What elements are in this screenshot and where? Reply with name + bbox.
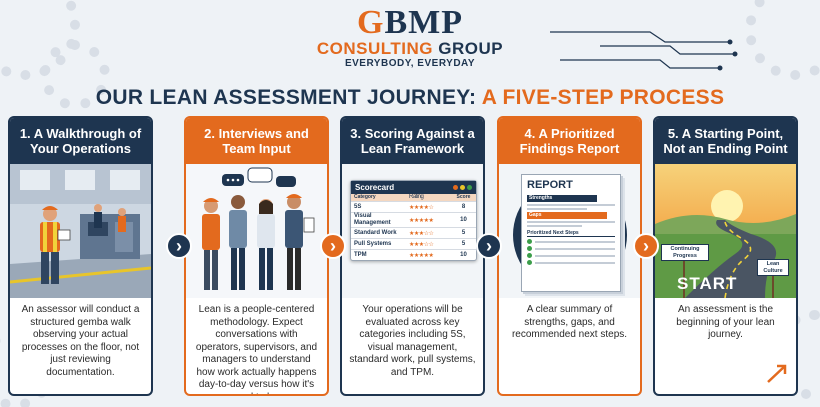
scorecard-header-row: Category Rating Score <box>351 194 476 201</box>
scorecard-title: Scorecard <box>355 183 395 192</box>
road-sign: Continuing Progress <box>661 244 709 261</box>
step-description: A clear summary of strengths, gaps, and … <box>511 304 628 340</box>
table-row: Visual Management★★★★★10 <box>351 212 476 227</box>
check-icon <box>527 239 615 244</box>
report-title: REPORT <box>527 179 573 191</box>
step-heading: 3. Scoring Against a Lean Framework <box>342 118 483 164</box>
logo-mark: GBMP <box>357 4 463 41</box>
gaps-label: Gaps <box>527 212 607 219</box>
star-rating-icon: ★★★☆☆ <box>409 230 434 237</box>
step-heading: 5. A Starting Point, Not an Ending Point <box>655 118 796 164</box>
scorecard-illustration: Scorecard Category Rating Score 5S★★★★☆8… <box>342 164 483 298</box>
gear-decoration-icon <box>40 40 110 110</box>
step-card-4: 4. A Prioritized Findings Report REPORT … <box>497 116 642 396</box>
start-label: START <box>677 274 738 293</box>
check-icon <box>527 246 615 251</box>
next-step-arrow-icon: › <box>633 233 659 259</box>
step-card-1: 1. A Walkthrough of Your Operations An a… <box>8 116 153 396</box>
growth-arrow-icon <box>767 364 787 383</box>
table-row: 5S★★★★☆8 <box>351 201 476 212</box>
step-description: An assessor will conduct a structured ge… <box>21 304 140 378</box>
logo-tagline: EVERYBODY, EVERYDAY <box>344 58 476 69</box>
next-steps-label: Prioritized Next Steps <box>527 230 615 237</box>
window-dots-icon <box>451 183 472 192</box>
logo-subtitle: CONSULTING GROUP <box>316 39 504 58</box>
road-sign: Lean Culture <box>757 259 789 276</box>
circuit-decoration <box>550 31 738 71</box>
next-step-arrow-icon: › <box>320 233 346 259</box>
team-interview-illustration <box>186 164 327 298</box>
column-header: Rating <box>409 194 424 200</box>
check-icon <box>527 260 615 265</box>
strengths-label: Strengths <box>527 195 597 202</box>
step-description: An assessment is the beginning of your l… <box>676 304 775 340</box>
step-description: Your operations will be evaluated across… <box>349 304 476 378</box>
report-illustration: REPORT Strengths Gaps Prioritized Next S… <box>499 164 640 298</box>
check-icon <box>527 253 615 258</box>
column-header: Category <box>354 194 376 200</box>
report-document: REPORT Strengths Gaps Prioritized Next S… <box>521 174 621 292</box>
step-card-5: 5. A Starting Point, Not an Ending Point… <box>653 116 798 396</box>
step-card-2: 2. Interviews and Team Input <box>184 116 329 396</box>
step-heading: 1. A Walkthrough of Your Operations <box>10 118 151 164</box>
company-logo: GBMP CONSULTING GROUP EVERYBODY, EVERYDA… <box>0 6 820 70</box>
star-rating-icon: ★★★★☆ <box>409 204 434 211</box>
page-title: OUR LEAN ASSESSMENT JOURNEY: A FIVE-STEP… <box>95 86 725 109</box>
table-row: Pull Systems★★★☆☆5 <box>351 238 476 249</box>
star-rating-icon: ★★★☆☆ <box>409 241 434 248</box>
gear-decoration-icon <box>745 0 820 80</box>
step-description: Lean is a people-centered methodology. E… <box>195 304 318 394</box>
table-row: Standard Work★★★☆☆5 <box>351 227 476 238</box>
road-start-illustration: Continuing Progress Lean Culture START <box>655 164 796 299</box>
star-rating-icon: ★★★★★ <box>409 252 434 259</box>
next-step-arrow-icon: › <box>166 233 192 259</box>
scorecard-table: Scorecard Category Rating Score 5S★★★★☆8… <box>350 180 477 261</box>
table-row: TPM★★★★★10 <box>351 249 476 260</box>
star-rating-icon: ★★★★★ <box>409 217 434 224</box>
step-heading: 4. A Prioritized Findings Report <box>499 118 640 164</box>
column-header: Score <box>456 194 471 200</box>
step-card-3: 3. Scoring Against a Lean Framework Scor… <box>340 116 485 396</box>
next-step-arrow-icon: › <box>476 233 502 259</box>
step-heading: 2. Interviews and Team Input <box>186 118 327 164</box>
factory-walkthrough-illustration <box>10 164 151 298</box>
